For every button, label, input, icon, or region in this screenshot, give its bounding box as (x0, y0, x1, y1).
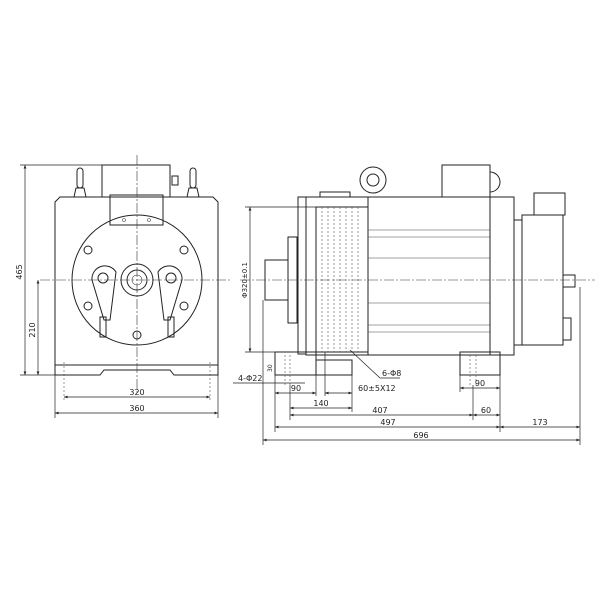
motor-body (367, 196, 491, 356)
dim-foot-thickness: 30 (267, 364, 274, 372)
front-view: 465 210 320 360 (15, 155, 232, 418)
encoder-shaft (562, 274, 576, 288)
cable-gland (171, 175, 179, 186)
dim-left-foot: 90 (291, 384, 301, 393)
side-terminal-box (441, 164, 491, 198)
sheave-housing (305, 196, 369, 356)
dim-320: 320 (129, 388, 144, 397)
dim-360: 360 (129, 404, 144, 413)
brake-arm-right (157, 265, 183, 321)
dim-210: 210 (28, 322, 37, 337)
lifting-eye (359, 166, 387, 194)
dim-right-foot: 90 (475, 379, 485, 388)
terminal-box (101, 164, 171, 198)
side-view: Φ320±0.1 4-Φ22 30 90 60±5X12 6-Φ8 140 40… (233, 164, 595, 445)
dim-60: 60 (481, 406, 491, 415)
rear-ring (489, 196, 515, 356)
dim-rope-holes: 6-Φ8 (382, 369, 401, 378)
brake-arm-left (91, 265, 117, 321)
front-base (54, 365, 219, 376)
sheave-grooves (321, 207, 359, 352)
dim-sheave-diameter: Φ320±0.1 (241, 262, 249, 298)
dim-407: 407 (372, 406, 387, 415)
dim-140: 140 (313, 399, 328, 408)
front-flange (297, 196, 307, 355)
dim-696: 696 (413, 431, 428, 440)
dim-foot-holes: 4-Φ22 (238, 374, 262, 383)
terminal-cover (109, 194, 164, 226)
encoder-box (533, 192, 566, 216)
eyebolt-icon (73, 167, 200, 198)
dim-497: 497 (380, 418, 395, 427)
traction-sheave (315, 206, 369, 353)
dim-465: 465 (15, 264, 24, 279)
front-housing (54, 196, 219, 366)
dim-grooves: 60±5X12 (358, 384, 396, 393)
dim-173: 173 (532, 418, 547, 427)
